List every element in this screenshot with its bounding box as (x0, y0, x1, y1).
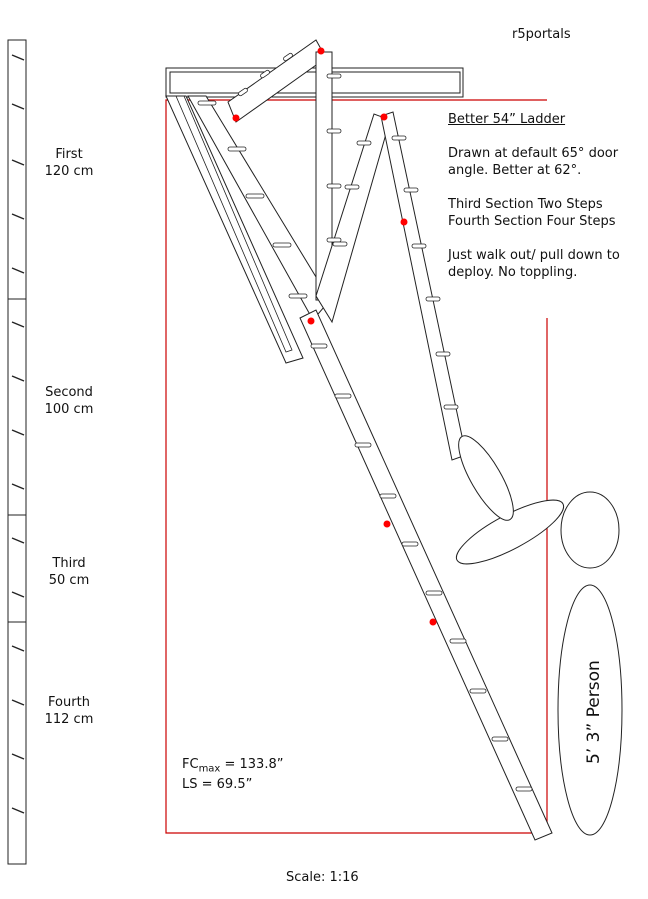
hinge-point (317, 47, 325, 55)
hinge-point (307, 317, 315, 325)
ladder-title: Better 54” Ladder (448, 112, 566, 127)
section-name: Second (45, 385, 93, 400)
hinge-points (232, 47, 437, 626)
fc-max-measurement: FCmax = 133.8” (182, 756, 283, 778)
note-line: deploy. No toppling. (448, 265, 578, 280)
person-arm-upper (458, 435, 514, 521)
hinge-point (380, 113, 388, 121)
floor-opening-outline (165, 99, 547, 834)
door-panel-inner (175, 95, 293, 353)
ruler-ticks (11, 54, 25, 814)
note-line: Drawn at default 65° door (448, 146, 619, 161)
ladder-top-rail (227, 39, 327, 123)
hinge-point (400, 218, 408, 226)
hinge-point (429, 618, 437, 626)
brand-label: r5portals (512, 27, 571, 42)
fc-value: = 133.8” (220, 757, 284, 772)
fc-subscript: max (198, 763, 221, 775)
fc-prefix: FC (182, 757, 199, 772)
hinge-point (232, 114, 240, 122)
section-length: 112 cm (44, 712, 94, 727)
note-line: angle. Better at 62°. (448, 163, 582, 178)
ceiling-frame (165, 67, 464, 98)
ladder-second-section (299, 309, 553, 841)
person-figure (455, 435, 623, 836)
section-name: Fourth (48, 695, 90, 710)
person-head (560, 491, 620, 569)
scale-label: Scale: 1:16 (286, 870, 359, 885)
section-length: 120 cm (44, 164, 94, 179)
section-name: First (55, 147, 83, 162)
person-body (557, 584, 623, 836)
note-line: Just walk out/ pull down to (448, 248, 620, 263)
section-length: 100 cm (44, 402, 94, 417)
hinge-point (383, 520, 391, 528)
note-line: Third Section Two Steps (448, 197, 603, 212)
ls-measurement: LS = 69.5” (182, 777, 253, 792)
rungs (197, 52, 533, 792)
scale-ruler (7, 39, 27, 865)
section-length: 50 cm (48, 573, 90, 588)
note-line: Fourth Section Four Steps (448, 214, 616, 229)
section-name: Third (52, 556, 86, 571)
person-label: 5’ 3” Person (584, 660, 604, 764)
